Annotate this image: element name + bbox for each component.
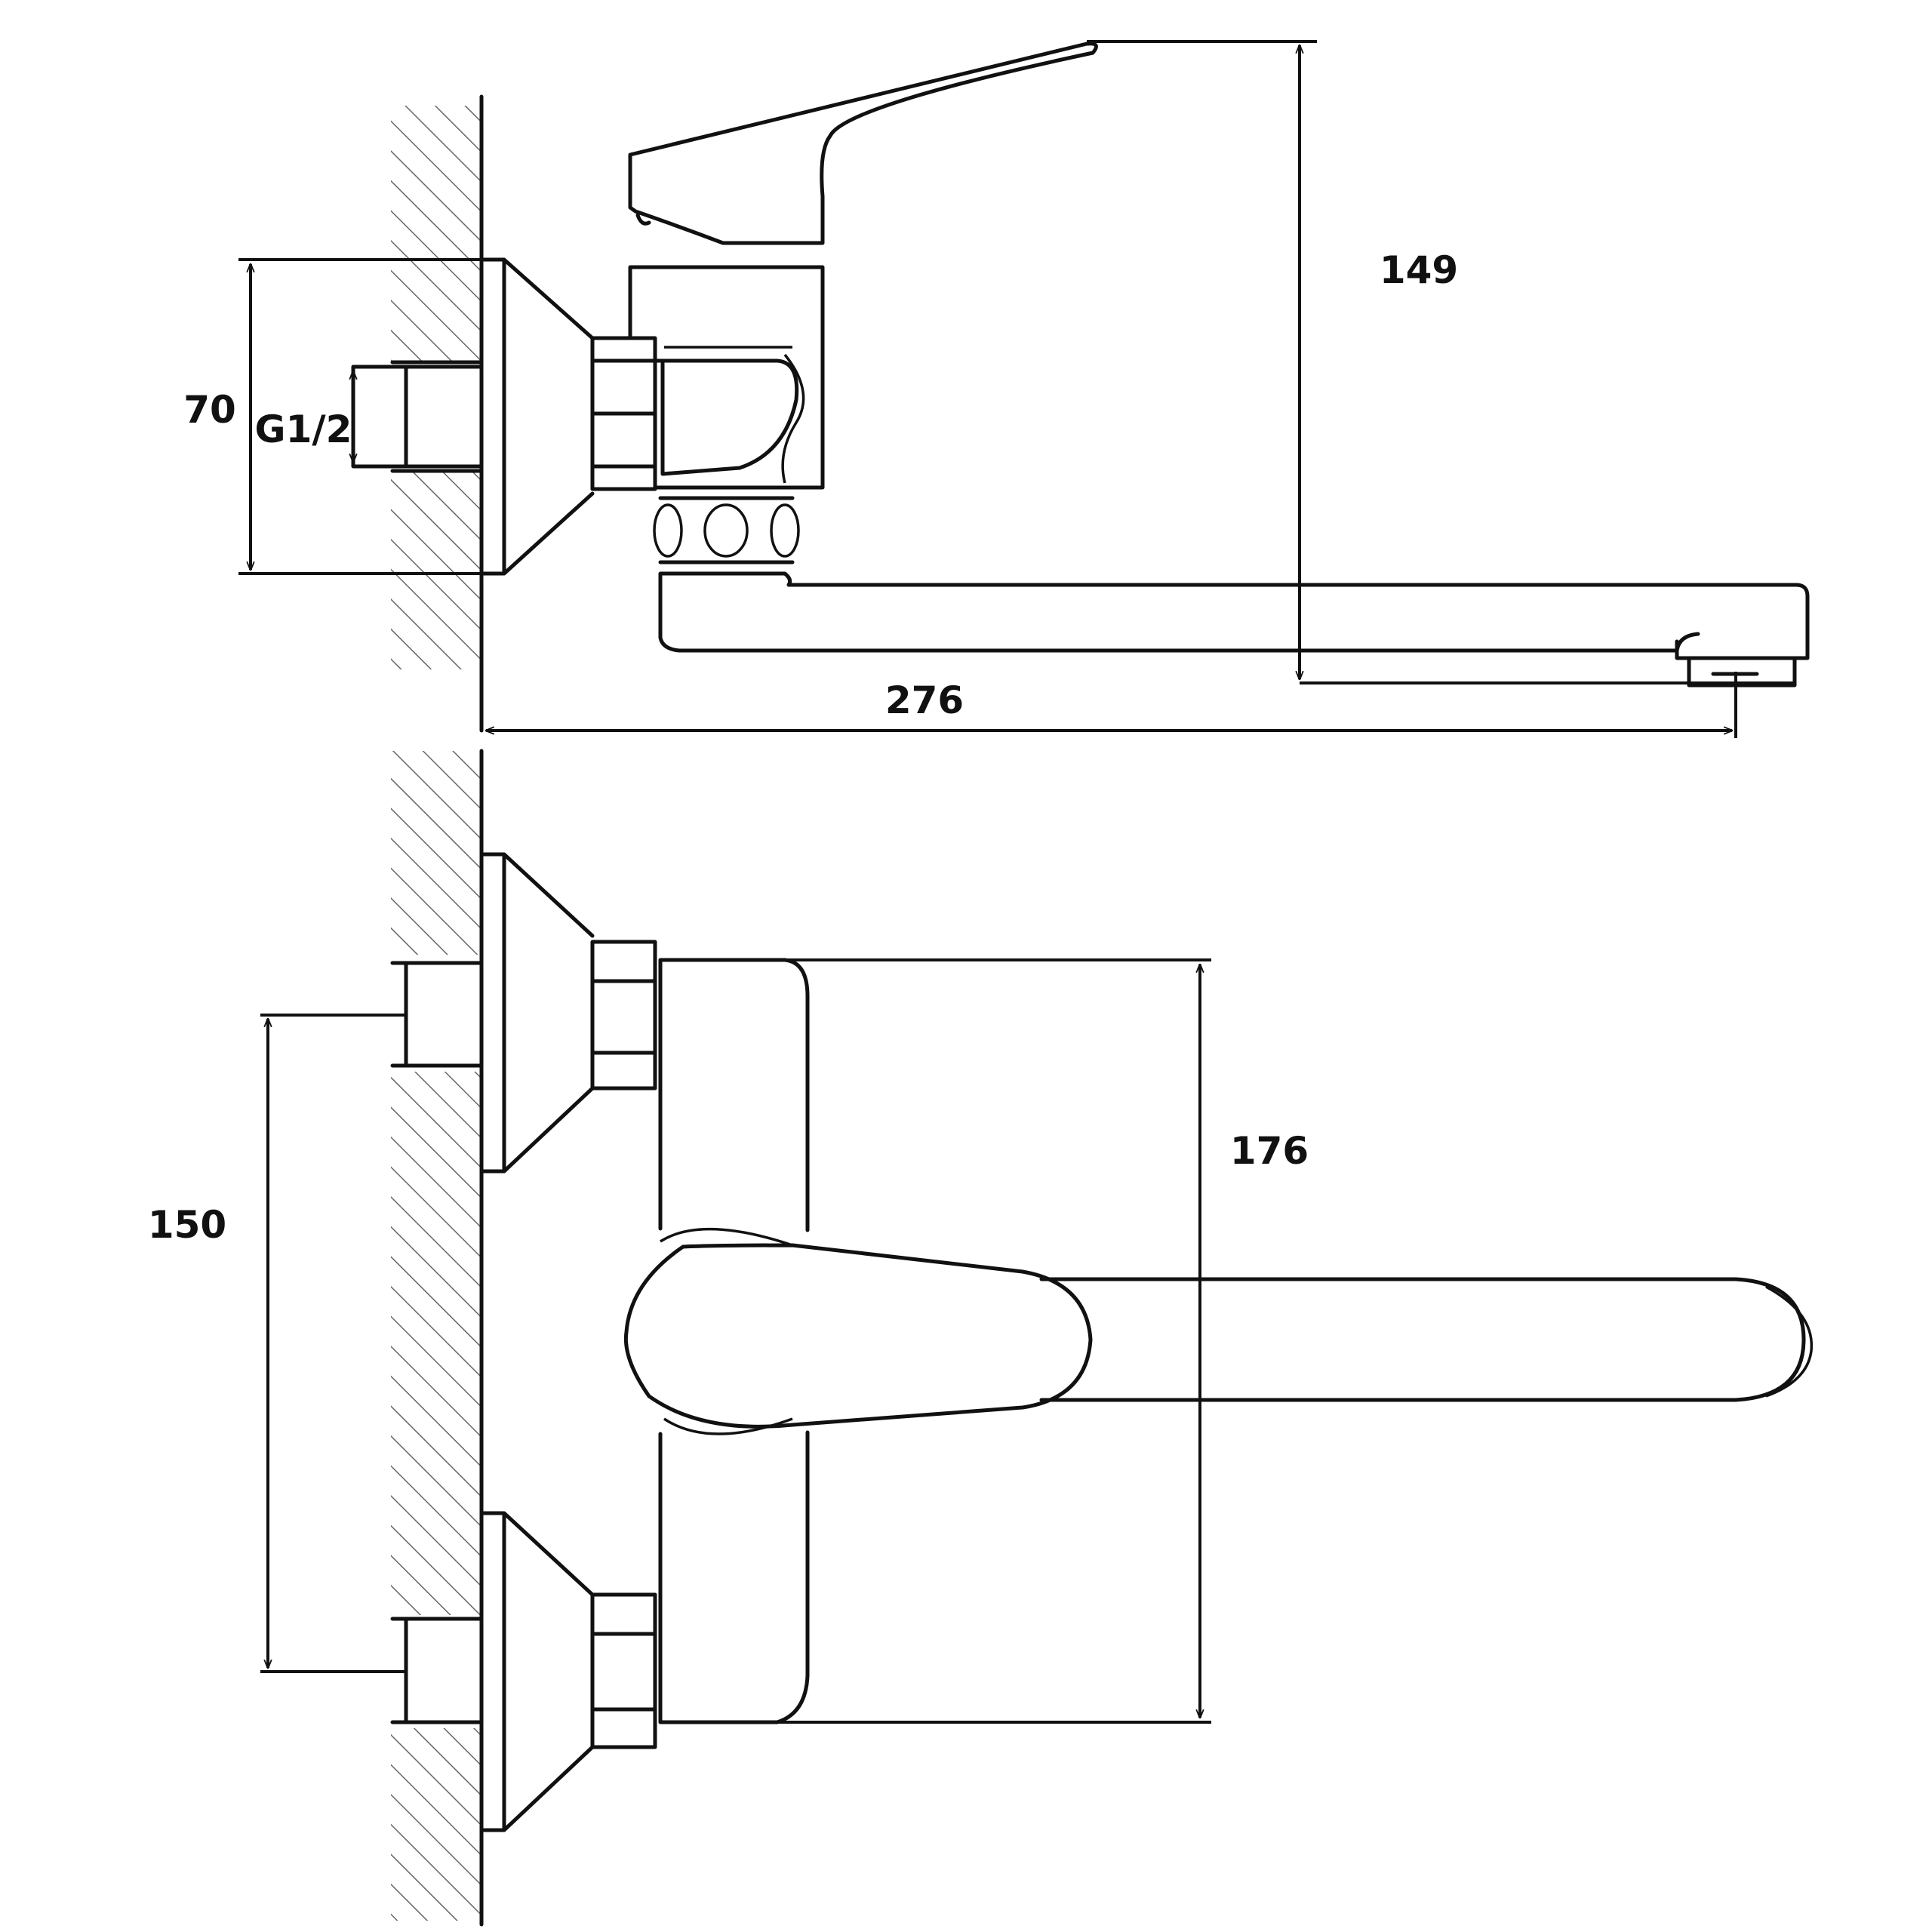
aerator-side bbox=[1687, 656, 1797, 688]
spout-tip-plan bbox=[1765, 1285, 1814, 1398]
dim-70-label: 70 bbox=[183, 388, 236, 432]
mixer-body-plan bbox=[658, 958, 810, 1724]
collar-dimple-1 bbox=[653, 503, 683, 558]
wall-hatch-bottom-1 bbox=[391, 751, 480, 955]
wall-hatch-bottom-3 bbox=[391, 1728, 480, 1921]
dim-276: 276 bbox=[486, 672, 1737, 738]
side-view bbox=[351, 42, 1810, 733]
dim-150-label: 150 bbox=[148, 1203, 226, 1247]
spout-side bbox=[658, 571, 1810, 660]
hex-nut-lower bbox=[590, 1592, 657, 1749]
plan-view bbox=[390, 749, 1814, 1927]
wall-hatch-top-lower bbox=[391, 472, 480, 669]
dim-149-label: 149 bbox=[1380, 248, 1458, 292]
dim-176-label: 176 bbox=[1230, 1129, 1309, 1173]
dim-thread: G1/2 bbox=[255, 371, 353, 462]
inlet-pipe-side bbox=[351, 360, 484, 473]
dim-149: 149 bbox=[1087, 40, 1795, 685]
collar-ring-plan bbox=[660, 1228, 793, 1435]
flange-side bbox=[479, 257, 595, 576]
flange-upper bbox=[479, 852, 595, 1174]
spout-plan bbox=[1039, 1277, 1806, 1402]
dim-276-label: 276 bbox=[885, 678, 964, 722]
dim-176: 176 bbox=[777, 958, 1309, 1724]
collar-dimple-3 bbox=[770, 503, 800, 558]
dim-70: 70 bbox=[183, 258, 481, 575]
spout-collar bbox=[658, 496, 795, 565]
valve-body-side bbox=[628, 265, 825, 490]
collar-dimple-2 bbox=[703, 503, 749, 558]
hex-nut-upper bbox=[590, 940, 657, 1091]
wall-hatch-bottom-2 bbox=[391, 1072, 480, 1615]
lever-handle-side bbox=[628, 42, 1098, 245]
flange-lower bbox=[479, 1511, 595, 1832]
dim-150: 150 bbox=[148, 1014, 406, 1673]
wall-hatch-top-upper bbox=[391, 106, 480, 361]
hex-nut-side bbox=[590, 336, 657, 491]
lever-handle-plan bbox=[623, 1243, 1093, 1429]
dim-thread-label: G1/2 bbox=[255, 408, 352, 451]
valve-cartridge-curve bbox=[664, 346, 805, 484]
